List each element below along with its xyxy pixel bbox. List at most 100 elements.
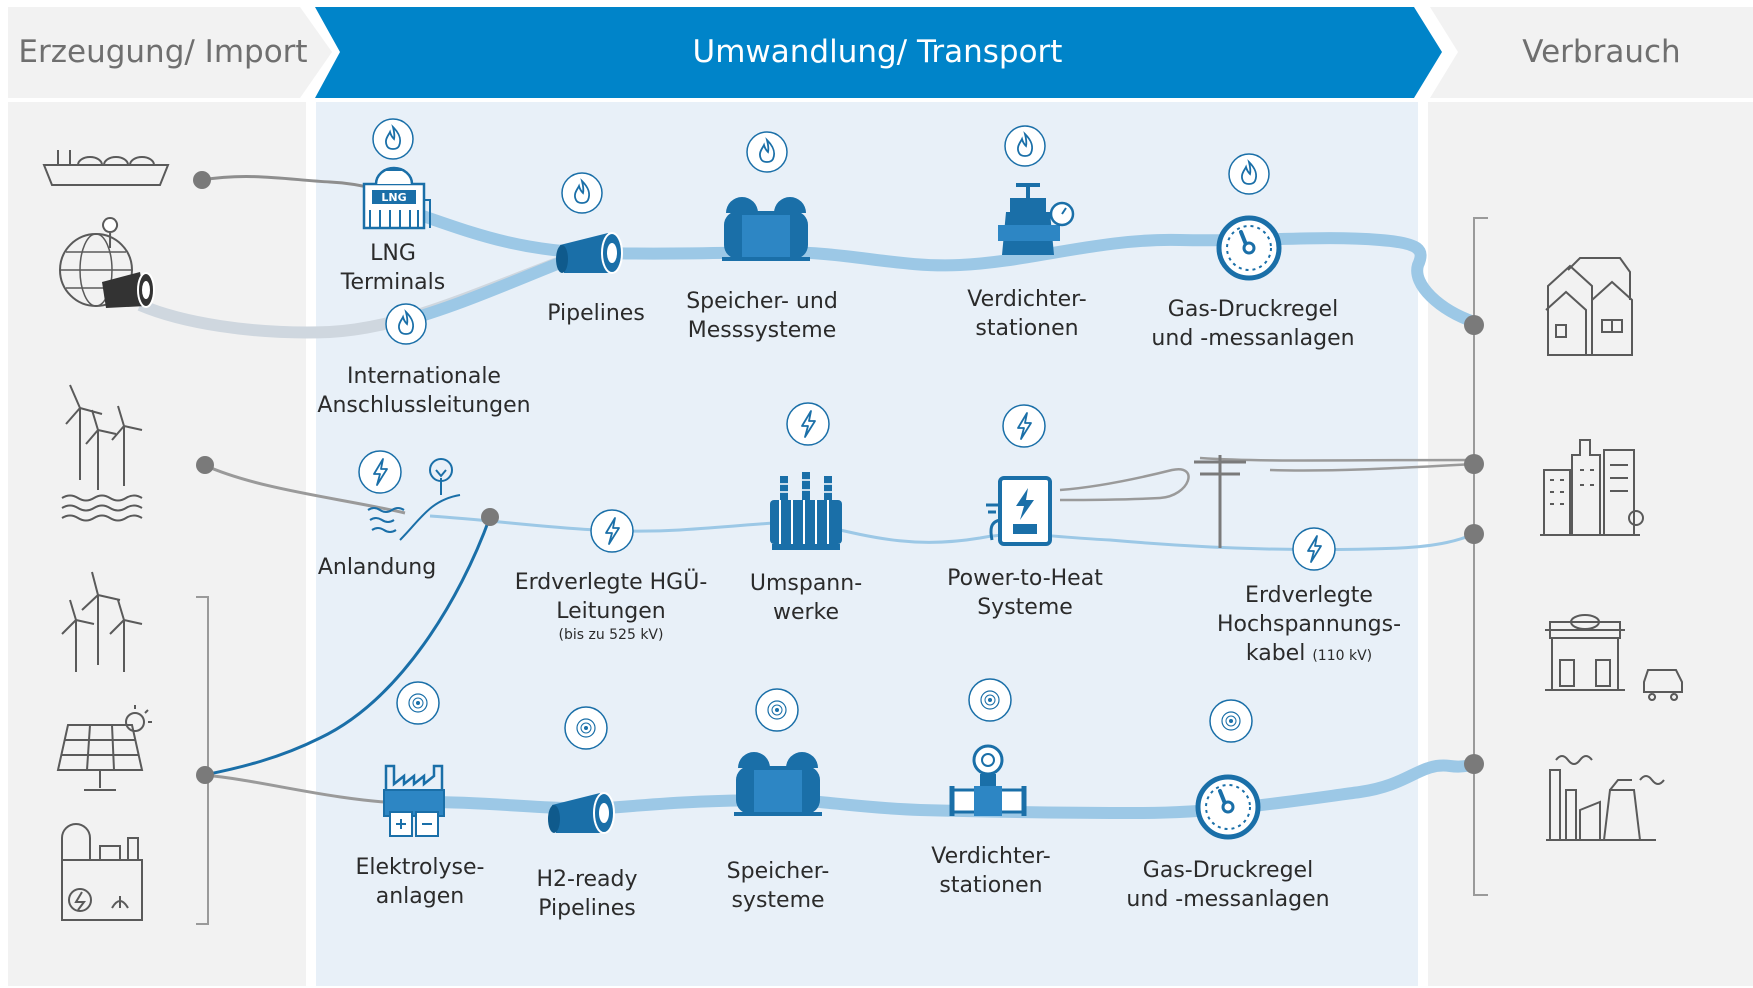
lightning-badge-icon — [786, 402, 830, 446]
landing-icon — [367, 458, 461, 541]
label-line: Terminals — [340, 270, 446, 295]
label-line: Pipelines — [538, 896, 636, 921]
header-center-chevron — [315, 7, 1442, 98]
label-note: (bis zu 525 kV) — [558, 627, 664, 643]
fuel-station-icon — [1545, 614, 1683, 701]
label-line: kabel (110 kV) — [1217, 639, 1401, 671]
label-gas-storage: Speicher- und Messsysteme — [686, 287, 838, 345]
label-lng-terminals: LNG Terminals — [341, 239, 445, 297]
label-line: Systeme — [977, 595, 1073, 620]
label-gas-compressor: Verdichter- stationen — [967, 285, 1086, 343]
houses-icon — [1545, 257, 1633, 356]
label-line: Internationale — [347, 364, 501, 389]
lightning-badge-icon — [590, 509, 634, 553]
label-line: Verdichter- — [931, 844, 1051, 869]
label-pipelines: Pipelines — [547, 301, 645, 326]
h2-compressor-icon — [949, 744, 1027, 816]
onshore-wind-icon — [61, 571, 143, 672]
substation-icon — [770, 472, 842, 550]
label-line: Speicher- — [726, 859, 830, 884]
source-bracket — [196, 596, 209, 925]
label-landing: Anlandung — [317, 555, 437, 580]
flame-badge-icon — [372, 118, 414, 160]
ship-node — [193, 171, 211, 189]
header-right-chevron — [1430, 7, 1753, 98]
lng-terminal-icon — [362, 166, 431, 230]
offshore-node — [196, 456, 214, 474]
city-icon — [1540, 439, 1644, 536]
hydrogen-badge-icon — [755, 688, 799, 732]
label-line: Speicher- und — [686, 289, 838, 314]
renewables-node — [196, 766, 214, 784]
label-line: Messsysteme — [687, 318, 837, 343]
header-left-label: Erzeugung/ Import — [18, 34, 308, 70]
label-line: stationen — [975, 316, 1079, 341]
label-line: Hochspannungs- — [1216, 612, 1402, 637]
lng-sign-text: LNG — [381, 191, 406, 204]
label-line: H2-ready — [536, 867, 638, 892]
city-node-2 — [1464, 524, 1484, 544]
label-line: LNG — [370, 241, 416, 266]
landing-node — [481, 508, 499, 526]
label-line: systeme — [731, 888, 825, 913]
flame-badge-icon — [1228, 153, 1270, 195]
header-left-chevron — [8, 7, 332, 98]
label-line: und -messanlagen — [1126, 887, 1330, 912]
solar-panel-icon — [56, 705, 152, 791]
label-line: Anschlussleitungen — [317, 393, 531, 418]
label-line: Gas-Druckregel — [1142, 858, 1314, 883]
power-to-heat-icon — [986, 476, 1052, 546]
label-line: Power-to-Heat — [947, 566, 1103, 591]
label-hv-cable: Erdverlegte Hochspannungs- kabel (110 kV… — [1217, 581, 1401, 671]
label-substation: Umspann- werke — [750, 569, 862, 627]
houses-node — [1464, 315, 1484, 335]
hydrogen-badge-icon — [1209, 699, 1253, 743]
globe-pipeline-icon — [59, 217, 155, 308]
power-plant-icon — [61, 823, 143, 921]
label-note: (110 kV) — [1312, 648, 1373, 664]
offshore-cable-gray — [203, 463, 406, 515]
label-line: Verdichter- — [967, 287, 1087, 312]
label-line: Umspann- — [749, 571, 863, 596]
consumer-bracket — [1473, 217, 1488, 896]
label-line: Leitungen — [556, 599, 666, 624]
hydrogen-badge-icon — [968, 678, 1012, 722]
hydrogen-badge-icon — [396, 681, 440, 725]
label-line: Elektrolyse- — [355, 855, 485, 880]
label-line: und -messanlagen — [1151, 326, 1355, 351]
city-node-1 — [1464, 454, 1484, 474]
gas-regulator-gauge-icon — [1219, 218, 1279, 278]
compressor-valve-icon — [998, 183, 1075, 255]
label-line: stationen — [939, 873, 1043, 898]
power-pole-icon — [1194, 455, 1246, 548]
label-line: Erdverlegte HGÜ- — [514, 570, 708, 595]
header-right-label: Verbrauch — [1522, 34, 1681, 70]
consumer-panel — [1428, 102, 1753, 986]
label-hvdc: Erdverlegte HGÜ- Leitungen (bis zu 525 k… — [515, 568, 708, 644]
label-international-connections: Internationale Anschlussleitungen — [317, 362, 530, 420]
label-h2-regulator: Gas-Druckregel und -messanlagen — [1126, 856, 1329, 914]
label-line: werke — [772, 600, 840, 625]
lightning-badge-icon — [358, 450, 402, 494]
industry-icon — [1546, 755, 1665, 841]
label-text: kabel — [1245, 641, 1306, 666]
flame-badge-icon — [385, 303, 427, 345]
lightning-badge-icon — [1002, 404, 1046, 448]
label-h2-compressor: Verdichter- stationen — [931, 842, 1050, 900]
overhead-line-gray — [1199, 456, 1475, 462]
label-line: anlagen — [375, 884, 465, 909]
renewables-to-electrolysis — [203, 773, 401, 805]
flame-badge-icon — [561, 172, 603, 214]
label-h2-storage: Speicher- systeme — [727, 857, 830, 915]
industry-node — [1464, 754, 1484, 774]
electrolysis-icon — [383, 764, 445, 837]
hydrogen-badge-icon — [564, 706, 608, 750]
flame-badge-icon — [1004, 125, 1046, 167]
label-line: Gas-Druckregel — [1167, 297, 1339, 322]
flame-badge-icon — [746, 131, 788, 173]
power-cable-blue — [429, 514, 1475, 552]
label-power-to-heat: Power-to-Heat Systeme — [947, 564, 1103, 622]
h2-regulator-gauge-icon — [1198, 777, 1258, 837]
